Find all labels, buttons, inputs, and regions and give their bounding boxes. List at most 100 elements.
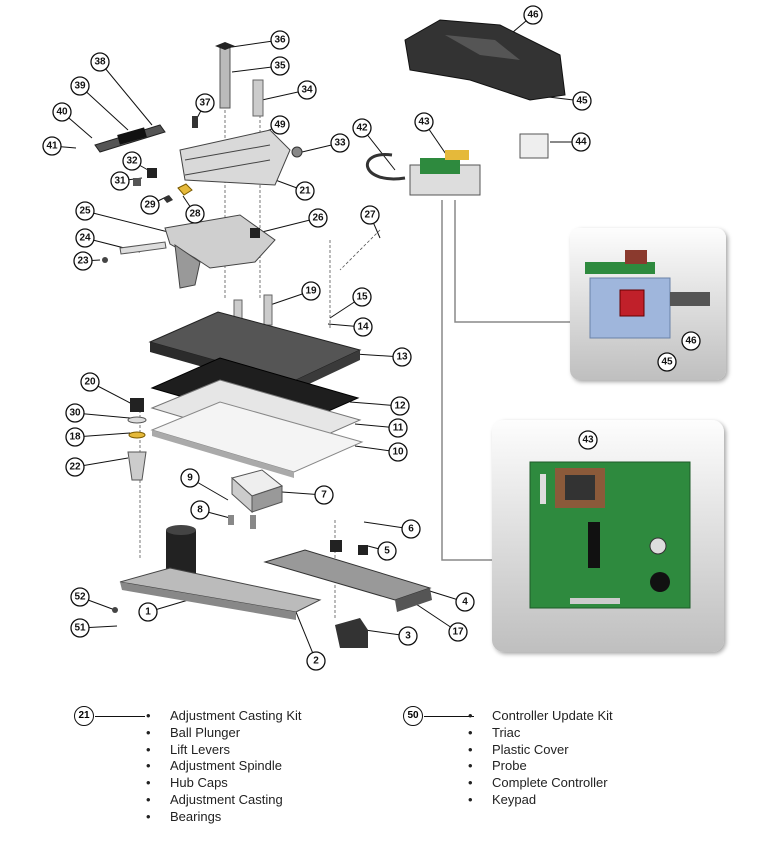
callout-number: 31 <box>114 176 126 187</box>
inset-board-detail <box>492 420 724 652</box>
callout-number: 42 <box>356 123 368 134</box>
callout-number: 52 <box>74 592 86 603</box>
callout-35: 35 <box>270 56 290 76</box>
legend-item: Controller Update Kit <box>468 708 613 725</box>
callout-7: 7 <box>314 485 334 505</box>
callout-number: 51 <box>74 623 86 634</box>
callout-number: 45 <box>576 96 588 107</box>
legend-leader-line <box>424 716 474 718</box>
callout-number: 1 <box>145 607 151 618</box>
callout-number: 20 <box>84 377 96 388</box>
callout-number: 49 <box>274 120 286 131</box>
callout-51: 51 <box>70 618 90 638</box>
callout-10: 10 <box>388 442 408 462</box>
callout-29: 29 <box>140 195 160 215</box>
callout-number: 32 <box>126 156 138 167</box>
callout-number: 38 <box>94 57 106 68</box>
callout-number: 2 <box>313 656 319 667</box>
callout-number: 12 <box>394 401 406 412</box>
platen-assembly <box>148 294 364 478</box>
legend-item: Hub Caps <box>146 775 302 792</box>
callout-13: 13 <box>392 347 412 367</box>
callout-number: 11 <box>393 423 404 434</box>
callout-15: 15 <box>352 287 372 307</box>
callout-number: 35 <box>274 61 286 72</box>
callout-30: 30 <box>65 403 85 423</box>
callout-33: 33 <box>330 133 350 153</box>
callout-number: 14 <box>357 322 369 333</box>
callout-number: 7 <box>321 490 327 501</box>
callout-4: 4 <box>455 592 475 612</box>
callout-28: 28 <box>185 204 205 224</box>
callout-number: 13 <box>396 352 408 363</box>
callout-number: 46 <box>527 10 539 21</box>
callout-6: 6 <box>401 519 421 539</box>
legend-item: Complete Controller <box>468 775 613 792</box>
callout-26: 26 <box>308 208 328 228</box>
callout-number: 18 <box>69 432 81 443</box>
callout-number: 6 <box>408 524 414 535</box>
callout-number: 45 <box>661 357 673 368</box>
legend-item: Lift Levers <box>146 742 302 759</box>
callout-number: 4 <box>462 597 468 608</box>
callout-number: 15 <box>356 292 368 303</box>
callout-number: 10 <box>392 447 404 458</box>
callout-number: 25 <box>79 206 91 217</box>
leader-line <box>79 85 129 131</box>
callout-20: 20 <box>80 372 100 392</box>
callout-number: 30 <box>69 408 81 419</box>
callout-18: 18 <box>65 427 85 447</box>
callout-number: 28 <box>189 209 201 220</box>
legend-item: Keypad <box>468 792 613 809</box>
callout-number: 3 <box>405 631 411 642</box>
callout-number: 17 <box>452 627 464 638</box>
legend-item: Triac <box>468 725 613 742</box>
callout-number: 29 <box>144 200 156 211</box>
callout-1: 1 <box>138 602 158 622</box>
spindle <box>127 398 147 481</box>
callout-8: 8 <box>190 500 210 520</box>
callout-19: 19 <box>301 281 321 301</box>
callout-number: 36 <box>274 35 286 46</box>
controller-cover-part <box>365 19 566 196</box>
callout-14: 14 <box>353 317 373 337</box>
callout-number: 19 <box>305 286 317 297</box>
callout-number: 22 <box>69 462 81 473</box>
callout-9: 9 <box>180 468 200 488</box>
callout-number: 33 <box>334 138 346 149</box>
callout-number: 43 <box>582 435 594 446</box>
callout-45: 45 <box>572 91 592 111</box>
callout-number: 9 <box>187 473 193 484</box>
callout-number: 41 <box>46 141 58 152</box>
callout-25: 25 <box>75 201 95 221</box>
callout-5: 5 <box>377 541 397 561</box>
callout-number: 46 <box>685 336 697 347</box>
callout-43: 43 <box>414 112 434 132</box>
callout-52: 52 <box>70 587 90 607</box>
callout-3: 3 <box>398 626 418 646</box>
legend-item: Ball Plunger <box>146 725 302 742</box>
callout-32: 32 <box>122 151 142 171</box>
legend-item: Adjustment Casting Kit <box>146 708 302 725</box>
legend-leader-line <box>95 716 145 718</box>
callout-number: 34 <box>301 85 313 96</box>
callout-43: 43 <box>578 430 598 450</box>
callout-21: 21 <box>295 181 315 201</box>
callout-number: 21 <box>299 186 311 197</box>
callout-44: 44 <box>571 132 591 152</box>
callout-number: 23 <box>77 256 89 267</box>
callout-34: 34 <box>297 80 317 100</box>
legend-callout: 21 <box>74 706 94 726</box>
callout-24: 24 <box>75 228 95 248</box>
callout-22: 22 <box>65 457 85 477</box>
callout-46: 46 <box>523 5 543 25</box>
base-assembly <box>112 525 432 648</box>
legend-item: Plastic Cover <box>468 742 613 759</box>
legend-item: Bearings <box>146 809 302 826</box>
callout-number: 24 <box>79 233 91 244</box>
callout-45: 45 <box>657 352 677 372</box>
callout-number: 43 <box>418 117 430 128</box>
inset-connector-lines <box>441 200 570 561</box>
callout-17: 17 <box>448 622 468 642</box>
lever-assembly <box>94 42 303 289</box>
